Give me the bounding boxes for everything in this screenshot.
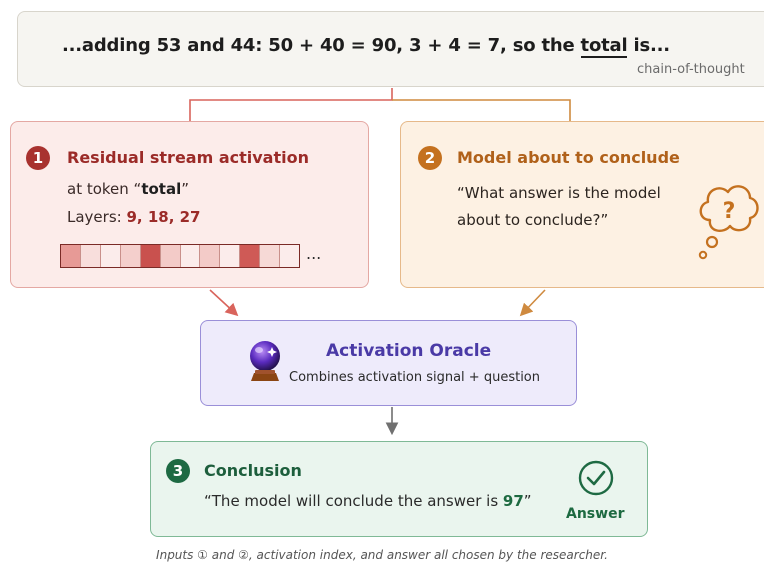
activation-cell [80, 245, 101, 267]
activation-cell [160, 245, 181, 267]
activation-cell [280, 245, 300, 267]
chain-of-thought-text: ...adding 53 and 44: 50 + 40 = 90, 3 + 4… [62, 35, 671, 58]
conclusion-quote-prefix: “The model will conclude the answer is [204, 492, 503, 510]
oracle-subtitle: Combines activation signal + question [289, 370, 540, 385]
footer-caption: Inputs ① and ②, activation index, and an… [156, 548, 608, 562]
chain-of-thought-caption: chain-of-thought [637, 62, 745, 77]
activation-cell [220, 245, 241, 267]
oracle-title: Activation Oracle [326, 341, 492, 361]
activation-cell [100, 245, 121, 267]
conclusion-quote-suffix: ” [523, 492, 532, 510]
split-connector-right [392, 99, 571, 121]
layers-value: 9, 18, 27 [126, 208, 201, 226]
cot-highlight-token: total [580, 35, 628, 58]
activation-vector-ellipsis: ... [306, 244, 322, 263]
crystal-ball-icon [250, 341, 280, 381]
layers-label: Layers: [67, 208, 127, 226]
arrow-input1-to-oracle [209, 289, 239, 317]
cot-suffix: is... [627, 35, 671, 56]
token-suffix: ” [181, 180, 190, 198]
activation-cell [200, 245, 221, 267]
cot-prefix: ...adding 53 and 44: 50 + 40 = 90, 3 + 4… [62, 35, 581, 56]
activation-cell [180, 245, 201, 267]
conclusion-card [150, 441, 648, 537]
input1-layers-line: Layers: 9, 18, 27 [67, 208, 201, 226]
conclusion-title: Conclusion [204, 461, 302, 480]
arrow-input2-to-oracle [519, 289, 546, 317]
token-value: total [141, 180, 182, 198]
chain-of-thought-box [17, 11, 764, 87]
conclusion-quote: “The model will conclude the answer is 9… [204, 492, 532, 510]
activation-vector-strip [60, 244, 300, 268]
activation-cell [240, 245, 261, 267]
activation-cell [260, 245, 281, 267]
conclusion-answer-value: 97 [502, 492, 524, 510]
conclusion-badge: 3 [166, 459, 190, 483]
input2-badge: 2 [418, 146, 442, 170]
bubble-question-mark: ? [723, 199, 736, 224]
input2-question: “What answer is the model about to concl… [457, 184, 661, 229]
check-circle-icon [578, 460, 614, 496]
activation-cell [140, 245, 161, 267]
activation-cell [120, 245, 141, 267]
split-connector-left [189, 88, 393, 121]
answer-label: Answer [566, 506, 625, 522]
input2-title: Model about to conclude [457, 148, 680, 167]
token-prefix: at token “ [67, 180, 142, 198]
thought-bubble-question-icon: ? [698, 185, 759, 260]
input1-title: Residual stream activation [67, 148, 309, 167]
activation-cell [61, 245, 81, 267]
input1-badge: 1 [26, 146, 50, 170]
input1-token-line: at token “total” [67, 180, 189, 198]
